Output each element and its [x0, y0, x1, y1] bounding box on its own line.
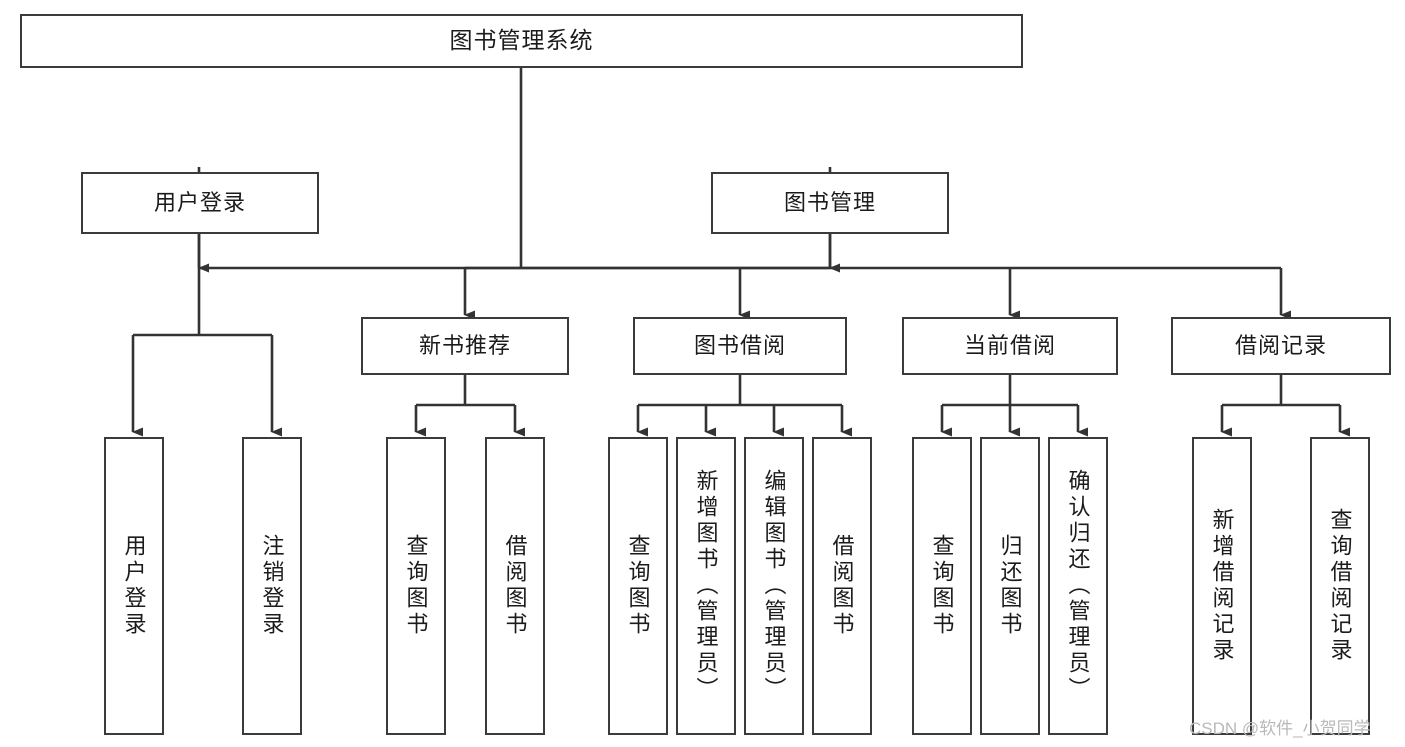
- node-book-management[interactable]: 图书管理: [711, 172, 949, 234]
- leaf-current-return-book[interactable]: 归还图书: [980, 437, 1040, 735]
- leaf-record-add-record[interactable]: 新增借阅记录: [1192, 437, 1252, 735]
- node-label: 查询图书: [929, 534, 955, 638]
- node-label: 查询图书: [403, 534, 429, 638]
- leaf-recommend-borrow-book[interactable]: 借阅图书: [485, 437, 545, 735]
- leaf-current-query-book[interactable]: 查询图书: [912, 437, 972, 735]
- node-label: 用户登录: [121, 534, 147, 638]
- leaf-borrow-edit-book-admin[interactable]: 编辑图书（管理员）: [744, 437, 804, 735]
- node-label: 新增图书（管理员）: [693, 469, 719, 703]
- leaf-borrow-add-book-admin[interactable]: 新增图书（管理员）: [676, 437, 736, 735]
- node-label: 图书借阅: [693, 333, 786, 359]
- node-label: 图书管理: [783, 190, 876, 216]
- leaf-user-login[interactable]: 用户登录: [104, 437, 164, 735]
- node-label: 用户登录: [153, 190, 246, 216]
- node-label: 新增借阅记录: [1209, 508, 1235, 664]
- leaf-borrow-query-book[interactable]: 查询图书: [608, 437, 668, 735]
- leaf-user-logout[interactable]: 注销登录: [242, 437, 302, 735]
- leaf-current-confirm-return-admin[interactable]: 确认归还（管理员）: [1048, 437, 1108, 735]
- leaf-borrow-borrow-book[interactable]: 借阅图书: [812, 437, 872, 735]
- node-label: 编辑图书（管理员）: [761, 469, 787, 703]
- node-label: 确认归还（管理员）: [1065, 469, 1091, 703]
- node-label: 借阅图书: [502, 534, 528, 638]
- node-root-system[interactable]: 图书管理系统: [20, 14, 1023, 68]
- node-label: 查询图书: [625, 534, 651, 638]
- node-label: 注销登录: [259, 534, 285, 638]
- node-new-book-recommend[interactable]: 新书推荐: [361, 317, 569, 375]
- node-label: 借阅图书: [829, 534, 855, 638]
- node-label: 当前借阅: [963, 333, 1056, 359]
- node-book-borrow[interactable]: 图书借阅: [633, 317, 847, 375]
- node-label: 查询借阅记录: [1327, 508, 1353, 664]
- node-label: 图书管理系统: [449, 27, 594, 54]
- node-label: 新书推荐: [418, 333, 511, 359]
- node-label: 借阅记录: [1234, 333, 1327, 359]
- watermark-text: CSDN @软件_小贺同学: [1189, 719, 1371, 738]
- node-label: 归还图书: [997, 534, 1023, 638]
- leaf-recommend-query-book[interactable]: 查询图书: [386, 437, 446, 735]
- leaf-record-query-record[interactable]: 查询借阅记录: [1310, 437, 1370, 735]
- node-user-login[interactable]: 用户登录: [81, 172, 319, 234]
- node-borrow-record[interactable]: 借阅记录: [1171, 317, 1391, 375]
- node-current-borrow[interactable]: 当前借阅: [902, 317, 1118, 375]
